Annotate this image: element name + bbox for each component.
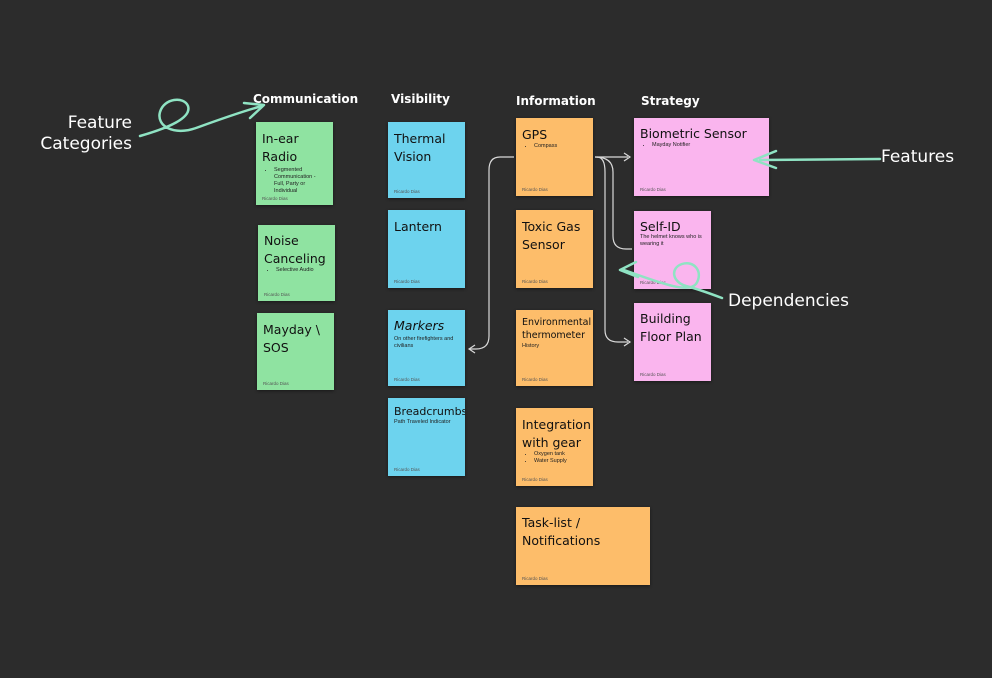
note-bullet: Segmented Communication - Full, Party or…	[274, 167, 327, 195]
note-subtitle: History	[522, 343, 540, 349]
note-subtitle: Path Traveled Indicator	[394, 419, 451, 425]
sticky-gps[interactable]: GPS Compass Ricardo Dias	[516, 118, 593, 196]
note-author: Ricardo Dias	[522, 576, 548, 581]
note-subtitle: On other firefighters and civilians	[394, 336, 454, 349]
sticky-noise-canceling[interactable]: Noise Canceling Selective Audio Ricardo …	[258, 225, 335, 301]
note-bullets: Segmented Communication - Full, Party or…	[262, 167, 327, 195]
annotation-features: Features	[881, 147, 955, 167]
connector-gps-self-id	[594, 156, 632, 250]
sticky-mayday-sos[interactable]: Mayday \ SOS Ricardo Dias	[257, 313, 334, 390]
note-author: Ricardo Dias	[394, 279, 420, 284]
note-bullets: Compass	[522, 143, 587, 150]
note-bullet: Water Supply	[534, 458, 587, 465]
category-visibility: Visibility	[391, 92, 450, 106]
note-title: Environmental thermometer	[522, 317, 592, 341]
note-author: Ricardo Dias	[264, 292, 290, 297]
note-title: In-ear Radio	[262, 131, 299, 164]
category-communication: Communication	[253, 92, 359, 106]
note-author: Ricardo Dias	[640, 280, 666, 285]
note-bullet: Compass	[534, 143, 587, 150]
note-title: Integration with gear	[522, 417, 591, 450]
connector-gps-markers	[470, 156, 514, 350]
connector-arrowhead	[623, 152, 632, 162]
note-title: Markers	[394, 318, 445, 333]
note-author: Ricardo Dias	[522, 477, 548, 482]
note-subtitle: The helmet knows who is wearing it	[640, 234, 702, 247]
connector-gps-floor-plan	[596, 156, 628, 343]
sticky-task-list-notifications[interactable]: Task-list / Notifications Ricardo Dias	[516, 507, 650, 585]
sticky-environmental-thermometer[interactable]: Environmental thermometer History Ricard…	[516, 310, 593, 386]
note-bullets: Oxygen tank Water Supply	[522, 451, 587, 465]
note-author: Ricardo Dias	[394, 189, 420, 194]
sticky-building-floor-plan[interactable]: Building Floor Plan Ricardo Dias	[634, 303, 711, 381]
note-bullets: Mayday Notifier	[640, 142, 763, 149]
note-title: Breadcrumbs	[394, 405, 465, 418]
note-bullet: Mayday Notifier	[652, 142, 763, 149]
annotation-dependencies: Dependencies	[728, 291, 849, 311]
note-author: Ricardo Dias	[522, 377, 548, 382]
note-title: Thermal Vision	[394, 131, 446, 164]
sticky-self-id[interactable]: Self-ID The helmet knows who is wearing …	[634, 211, 711, 289]
sticky-biometric-sensor[interactable]: Biometric Sensor Mayday Notifier Ricardo…	[634, 118, 769, 196]
annotation-feature-categories: Feature Categories	[40, 113, 132, 154]
category-strategy: Strategy	[641, 94, 700, 108]
note-title: GPS	[522, 127, 548, 142]
sticky-integration-with-gear[interactable]: Integration with gear Oxygen tank Water …	[516, 408, 593, 486]
annotation-arrow-categories	[138, 98, 264, 138]
connector-arrowhead	[623, 337, 632, 347]
note-title: Toxic Gas Sensor	[522, 219, 581, 252]
note-bullet: Oxygen tank	[534, 451, 587, 458]
note-title: Biometric Sensor	[640, 126, 747, 141]
note-author: Ricardo Dias	[640, 187, 666, 192]
sticky-thermal-vision[interactable]: Thermal Vision Ricardo Dias	[388, 122, 465, 198]
category-information: Information	[516, 94, 596, 108]
sticky-markers[interactable]: Markers On other firefighters and civili…	[388, 310, 465, 386]
note-title: Mayday \ SOS	[263, 322, 321, 355]
note-author: Ricardo Dias	[394, 467, 420, 472]
sticky-breadcrumbs[interactable]: Breadcrumbs Path Traveled Indicator Rica…	[388, 398, 465, 476]
note-author: Ricardo Dias	[263, 381, 289, 386]
annotation-arrow-features	[758, 157, 882, 162]
note-bullet: Selective Audio	[276, 267, 329, 274]
sticky-toxic-gas-sensor[interactable]: Toxic Gas Sensor Ricardo Dias	[516, 210, 593, 288]
note-author: Ricardo Dias	[522, 279, 548, 284]
note-author: Ricardo Dias	[394, 377, 420, 382]
note-title: Self-ID	[640, 219, 681, 234]
note-bullets: Selective Audio	[264, 267, 329, 274]
note-title: Building Floor Plan	[640, 311, 702, 344]
note-title: Lantern	[394, 219, 442, 234]
note-author: Ricardo Dias	[522, 187, 548, 192]
sticky-in-ear-radio[interactable]: In-ear Radio Segmented Communication - F…	[256, 122, 333, 205]
note-title: Noise Canceling	[264, 233, 326, 266]
note-title: Task-list / Notifications	[522, 515, 601, 548]
connector-arrowhead	[467, 344, 476, 354]
note-author: Ricardo Dias	[262, 196, 288, 201]
note-author: Ricardo Dias	[640, 372, 666, 377]
sticky-lantern[interactable]: Lantern Ricardo Dias	[388, 210, 465, 288]
